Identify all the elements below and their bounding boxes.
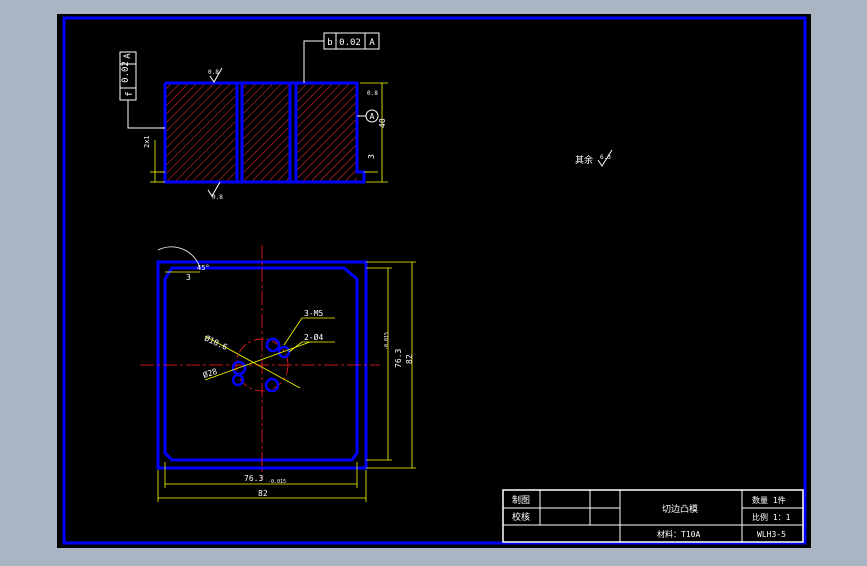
hole-d4-2 <box>231 373 245 387</box>
label-2-d4: 2-Ø4 <box>304 332 323 342</box>
dim-step-3: 3 <box>364 154 378 173</box>
roughness-note-value: 6.3 <box>600 154 611 161</box>
dim-76-3-horizontal-tol: -0.015 <box>268 479 286 485</box>
plan-inner-outline <box>163 266 359 462</box>
label-d28: Ø28 <box>202 366 219 380</box>
drawing-number: WLH3-5 <box>757 530 786 539</box>
roughness-bottom-value: 0.8 <box>212 194 223 201</box>
parallelism-datum: A <box>369 38 375 48</box>
chamfer-angle-text: 45° <box>197 264 210 272</box>
scale-label: 比例 1：1 <box>752 512 791 522</box>
hole-m5-1 <box>265 337 281 353</box>
dim-82-horizontal: 82 <box>258 489 268 498</box>
section-hatch-left <box>165 83 235 181</box>
hole-m5-3 <box>264 377 280 393</box>
title-block: 制图 校核 切边凸模 材料：T10A 数量 1件 比例 1：1 WLH3-5 <box>502 489 804 543</box>
dim-height-text: 40 <box>378 118 387 128</box>
roughness-side: 0.8 <box>367 90 378 97</box>
flatness-symbol: f <box>125 91 135 96</box>
datum-a-marker: A <box>357 109 379 123</box>
roughness-side-value: 0.8 <box>367 90 378 97</box>
quantity-label: 数量 1件 <box>752 495 786 505</box>
part-name: 切边凸模 <box>662 504 698 515</box>
parallelism-symbol: b <box>327 38 332 48</box>
plan-view: 3-M5 2-Ø4 Ø18.6 Ø28 3 45° 76.3 -0.015 82 <box>140 245 416 502</box>
flatness-datum: A <box>123 53 133 59</box>
dim-width-76-3: 76.3 -0.015 <box>164 462 358 488</box>
roughness-top-value: 0.8 <box>208 69 219 76</box>
dim-76-3-horizontal: 76.3 <box>244 474 263 483</box>
dim-width-82: 82 <box>157 470 367 502</box>
bolt-circle <box>235 338 289 392</box>
general-roughness-note: 其余 6.3 <box>575 149 613 167</box>
drawn-label: 制图 <box>512 494 530 506</box>
dim-height-82: 82 <box>366 261 416 469</box>
dim-left-text: 2x1 <box>143 135 151 148</box>
roughness-top: 0.8 <box>208 67 223 83</box>
label-3-m5: 3-M5 <box>304 309 323 318</box>
dim-height-76-3: 76.3 -0.015 <box>366 267 403 461</box>
flatness-tolerance-frame: f 0.02 A <box>119 51 165 129</box>
parallelism-value: 0.02 <box>339 38 361 48</box>
section-hatch-right <box>297 83 357 181</box>
material-label: 材料：T10A <box>657 529 700 539</box>
dim-left: 2x1 <box>143 135 165 183</box>
dim-82-vertical: 82 <box>405 354 414 364</box>
chamfer-dim: 3 45° <box>157 246 210 282</box>
flatness-value: 0.02 <box>121 61 131 83</box>
dim-76-3-vertical: 76.3 <box>394 349 403 368</box>
dim-76-3-vertical-tol: -0.015 <box>384 332 390 350</box>
chamfer-dim-text: 3 <box>186 273 191 282</box>
front-section-view: f 0.02 A b 0.02 A 0.8 0.8 0.8 <box>119 32 388 201</box>
dim-height-40: 40 <box>360 82 388 183</box>
dim-step-text: 3 <box>367 154 376 159</box>
roughness-note-text: 其余 <box>575 154 593 166</box>
section-hatch-middle <box>242 83 290 181</box>
checked-label: 校核 <box>512 511 530 523</box>
drawing-border <box>62 16 807 545</box>
parallelism-tolerance-frame: b 0.02 A <box>303 32 380 83</box>
datum-a-label: A <box>370 112 375 121</box>
roughness-bottom: 0.8 <box>207 181 223 201</box>
